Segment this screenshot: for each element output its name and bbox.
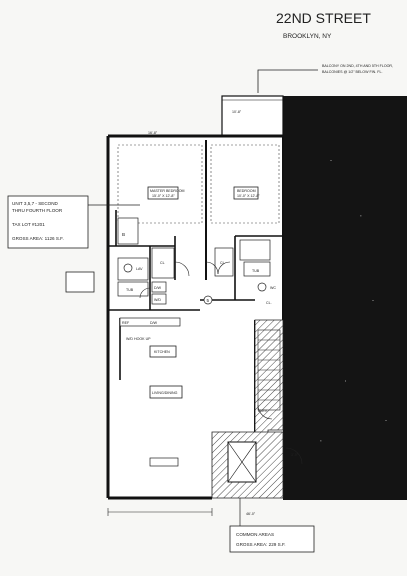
unit-line4: GROSS AREA: 1126 S.F. [12,236,64,241]
kitchen-counter [119,317,181,327]
unit-line1: UNIT 3,5,7 - SECOND [12,201,59,206]
wd-hookup-label: W/D HOOK UP [126,337,151,341]
dw-label-a: D/W [154,286,162,290]
unit-info-box [7,195,89,249]
closet-center-label: CL [160,261,165,265]
tub-right-label: TUB [252,269,260,273]
common-areas-box [229,525,315,553]
tub-right [243,261,271,277]
dim-top-left: 16'-8" [148,131,158,135]
bedroom-area [210,144,280,224]
wc-left [123,263,133,273]
interior-partitions [108,210,283,380]
scan-specks [320,160,387,442]
dw-label-b: D/W [150,321,158,325]
left-callout [65,271,95,293]
city-label: BROOKLYN, NY [283,33,332,40]
dim-balcony: 10'-8" [232,110,242,114]
living-dining-label: LIVING/DINING [152,391,178,395]
ref-label: REF [122,321,130,325]
master-bedroom-area [117,144,203,224]
closet-left [117,217,139,245]
master-bedroom-size: 15'-0" X 12'-8" [152,194,175,198]
wc-label: WC [270,286,276,290]
master-bedroom-label: MASTER BEDROOM [150,189,185,193]
wc-right [257,282,267,292]
kitchen-label: KITCHEN [154,350,170,354]
tub-left [117,281,149,297]
closet-right [214,247,234,277]
balcony-leader [257,69,318,93]
balcony-note-line2: BALCONIES @ 1/2" BELOW FIN. FL. [322,70,382,74]
neighbor-building [283,96,407,500]
closet-center [151,247,175,279]
bath-left [117,257,149,281]
tub-left-label: TUB [126,288,134,292]
unit-line2: THRU FOURTH FLOOR [12,208,63,213]
stair-dim: 3'-0" [291,453,299,457]
door-swings [139,261,231,299]
bedroom-size: 10'-0" X 12'-8" [237,194,260,198]
balcony-note-line1: BALCONY ON 2ND, 4TH AND 5TH FLOOR, [322,64,393,68]
wd-label: W/D [154,298,161,302]
closet-right-label: CL [220,261,225,265]
stair-treads [258,339,280,401]
elev-label: ELEV. [258,409,268,413]
street-title: 22ND STREET [276,10,371,26]
closet-b-label: B [122,232,125,237]
cl2-label: CL. [266,301,272,305]
bedroom-label: BEDROOM [237,189,256,193]
bath-right [239,239,271,261]
svg-text:5: 5 [207,298,210,303]
living-window-label [149,457,179,467]
balcony [221,95,284,137]
common-line1: COMMON AREAS [236,532,274,537]
dim-bottom: 46'-0" [246,512,256,516]
lav-label: LAV [136,267,143,271]
unit-line3: TAX LOT #1201 [12,222,45,227]
reference-marker [203,295,213,305]
common-line2: GROSS AREA: 229 S.F. [236,542,286,547]
